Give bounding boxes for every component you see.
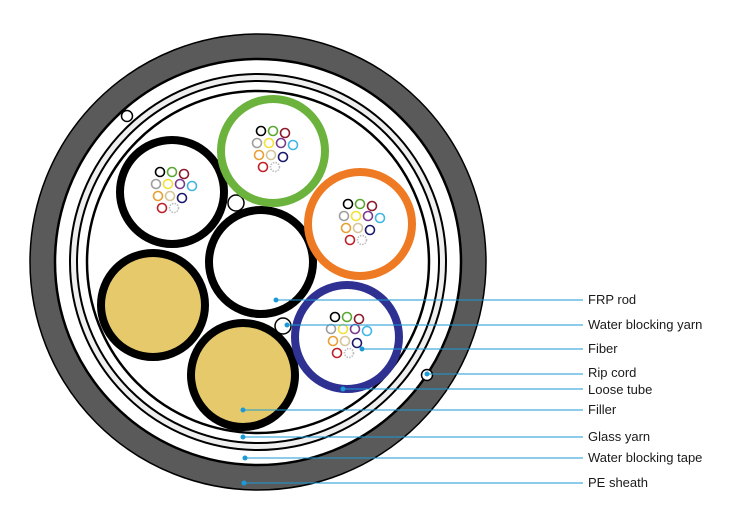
label-glass-yarn: Glass yarn <box>588 429 651 444</box>
loose-tube-orange <box>304 168 416 280</box>
fiber <box>352 222 364 234</box>
fiber <box>353 313 365 325</box>
fiber <box>338 210 350 222</box>
water-blocking-yarn <box>274 317 292 335</box>
loose-tube-green <box>217 95 329 207</box>
loose-tube <box>291 281 403 393</box>
fiber <box>269 161 281 173</box>
fiber <box>263 137 275 149</box>
frp-rod <box>205 206 317 318</box>
filler-left <box>97 249 209 361</box>
label-pe-sheath: PE sheath <box>588 475 648 490</box>
label-fiber: Fiber <box>588 341 618 356</box>
fiber <box>342 198 354 210</box>
fiber <box>255 125 267 137</box>
fiber <box>354 198 366 210</box>
fiber <box>344 234 356 246</box>
fiber <box>279 127 291 139</box>
fiber <box>327 335 339 347</box>
leader-dot-rip-cord <box>424 371 430 377</box>
fiber <box>356 234 368 246</box>
fiber <box>364 224 376 236</box>
fiber <box>251 137 263 149</box>
label-rip-cord: Rip cord <box>588 365 637 380</box>
leader-dot-frp-rod <box>273 297 279 303</box>
fiber <box>343 347 355 359</box>
fiber <box>362 210 374 222</box>
fiber <box>174 178 186 190</box>
leader-dot-loose-tube <box>340 386 346 392</box>
fiber <box>162 178 174 190</box>
fiber <box>287 139 299 151</box>
fiber <box>331 347 343 359</box>
fiber <box>340 222 352 234</box>
loose-tube-black <box>116 136 228 248</box>
leader-dot-filler <box>240 407 246 413</box>
filler-bottom <box>187 319 299 431</box>
fiber <box>253 149 265 161</box>
leader-dot-glass-yarn <box>240 434 246 440</box>
leader-dot-water-blocking-yarn <box>284 322 290 328</box>
fiber <box>168 202 180 214</box>
label-water-blocking-yarn: Water blocking yarn <box>588 317 703 332</box>
fiber <box>361 325 373 337</box>
fiber <box>267 125 279 137</box>
label-water-blocking-tape: Water blocking tape <box>588 450 703 465</box>
fiber <box>265 149 277 161</box>
fiber <box>166 166 178 178</box>
label-frp-rod: FRP rod <box>588 292 637 307</box>
fiber <box>329 311 341 323</box>
water-blocking-yarn-1 <box>227 194 245 212</box>
fiber <box>325 323 337 335</box>
leader-dot-fiber <box>359 346 365 352</box>
fiber <box>164 190 176 202</box>
fiber <box>150 178 162 190</box>
fiber <box>374 212 386 224</box>
label-loose-tube: Loose tube <box>588 382 653 397</box>
fiber <box>176 192 188 204</box>
fiber <box>366 200 378 212</box>
fiber <box>349 323 361 335</box>
fiber <box>154 166 166 178</box>
leader-lines <box>240 297 583 486</box>
fiber <box>337 323 349 335</box>
fiber <box>257 161 269 173</box>
fiber <box>339 335 351 347</box>
fiber <box>275 137 287 149</box>
leader-dot-pe-sheath <box>241 480 247 486</box>
fiber <box>152 190 164 202</box>
fiber <box>351 337 363 349</box>
fiber <box>277 151 289 163</box>
fiber <box>156 202 168 214</box>
fiber <box>350 210 362 222</box>
fiber <box>341 311 353 323</box>
rip-cord-top <box>120 109 134 123</box>
leader-dot-water-blocking-tape <box>242 455 248 461</box>
fiber <box>178 168 190 180</box>
label-filler: Filler <box>588 402 617 417</box>
fiber <box>186 180 198 192</box>
